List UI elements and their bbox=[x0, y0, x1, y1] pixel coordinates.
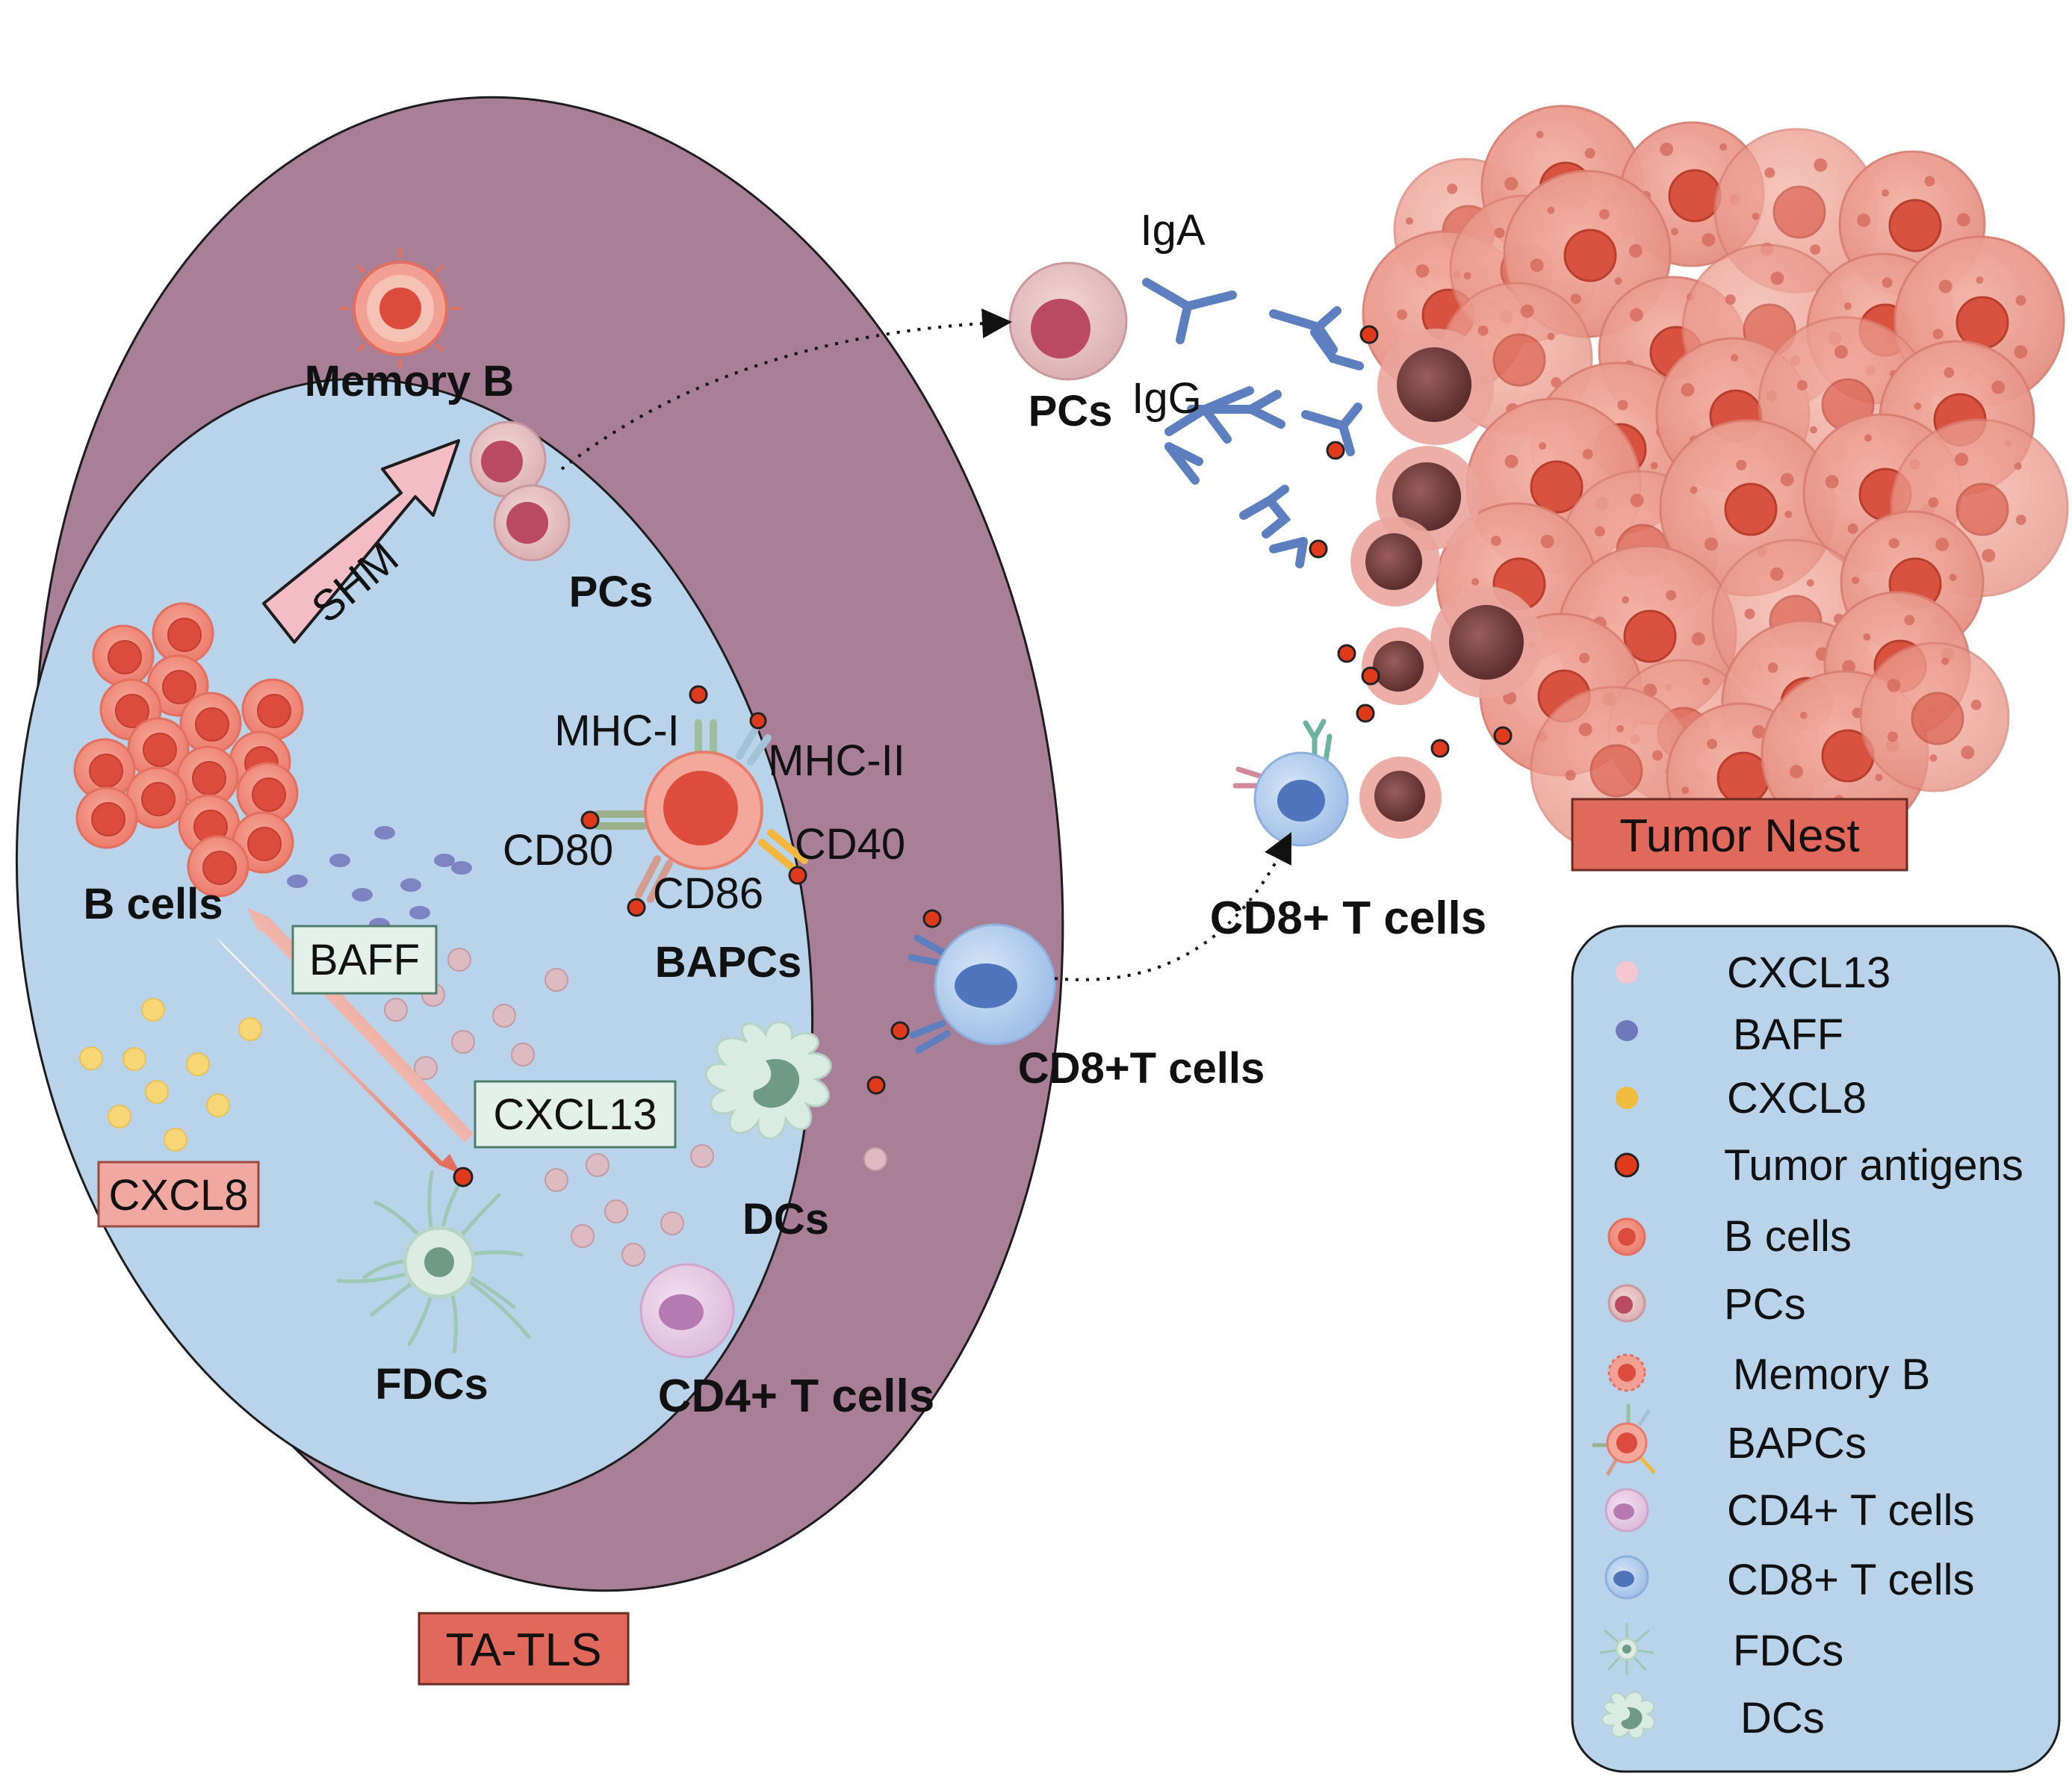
label-iga: IgA bbox=[1140, 206, 1205, 255]
legend-label-3: Tumor antigens bbox=[1724, 1141, 2023, 1190]
legend-label-8: CD4+ T cells bbox=[1727, 1486, 1975, 1535]
cd8-migration-path bbox=[1054, 832, 1292, 981]
fdc-icon bbox=[1599, 1623, 1654, 1675]
label-baff: BAFF bbox=[309, 936, 420, 984]
tumor-antigen-dots bbox=[1309, 325, 1513, 758]
legend-label-0: CXCL13 bbox=[1727, 949, 1890, 997]
label-cd40: CD40 bbox=[795, 820, 905, 869]
inner-plasma-cells bbox=[469, 420, 571, 562]
cxcl13-box bbox=[474, 1080, 677, 1149]
dc-icon bbox=[1601, 1691, 1655, 1739]
cd4-t-cell-icon bbox=[1604, 1488, 1649, 1533]
label-cd8-t-cells-inner: CD8+T cells bbox=[1018, 1044, 1265, 1093]
b-cell bbox=[232, 811, 294, 874]
fdc-cell bbox=[336, 1167, 531, 1354]
label-ta-tls: TA-TLS bbox=[446, 1624, 602, 1676]
label-cd86: CD86 bbox=[653, 869, 763, 918]
label-bapcs: BAPCs bbox=[655, 938, 802, 987]
bapc-cell bbox=[580, 685, 808, 917]
label-b-cells: B cells bbox=[84, 880, 223, 928]
label-cd8-t-cells-outer: CD8+ T cells bbox=[1210, 892, 1486, 944]
b-cell bbox=[241, 678, 304, 741]
label-pcs-inner: PCs bbox=[569, 568, 654, 616]
label-cd80: CD80 bbox=[503, 826, 613, 875]
plasma-cell-outer bbox=[1008, 261, 1128, 381]
cd8-t-cell-inner bbox=[890, 909, 1056, 1054]
cxcl13-dots bbox=[384, 948, 887, 1267]
legend-label-2: CXCL8 bbox=[1727, 1074, 1867, 1123]
legend-label-11: DCs bbox=[1740, 1694, 1825, 1742]
b-cell bbox=[236, 762, 299, 825]
legend: CXCL13 BAFF CXCL8 Tumor antigens B cells… bbox=[1571, 925, 2061, 1773]
b-cell-icon bbox=[1607, 1217, 1646, 1256]
dying-tumor-cells bbox=[1350, 329, 1542, 839]
dc-cell bbox=[704, 1021, 886, 1140]
pink-dot-icon bbox=[1616, 961, 1638, 984]
bapc-icon bbox=[1592, 1404, 1656, 1477]
b-cell bbox=[187, 835, 249, 898]
legend-label-7: BAPCs bbox=[1727, 1419, 1867, 1468]
b-cell bbox=[152, 602, 214, 665]
label-pcs-outer: PCs bbox=[1029, 387, 1113, 435]
label-mhc-ii: MHC-II bbox=[768, 736, 905, 785]
cxcl8-box bbox=[97, 1161, 260, 1228]
b-cell bbox=[125, 766, 188, 829]
label-igg: IgG bbox=[1132, 374, 1202, 423]
ta-tls-box bbox=[418, 1612, 630, 1686]
memory-b-icon bbox=[1607, 1353, 1646, 1392]
label-mhc-i: MHC-I bbox=[554, 707, 680, 755]
label-cxcl13: CXCL13 bbox=[493, 1090, 657, 1139]
label-cd4-t-cells: CD4+ T cells bbox=[658, 1370, 934, 1422]
baff-dots bbox=[287, 826, 472, 931]
tumor-nest-box bbox=[1571, 798, 1908, 872]
label-tumor-nest: Tumor Nest bbox=[1619, 810, 1860, 862]
cxcl8-dots bbox=[79, 998, 262, 1152]
pc-migration-path bbox=[560, 308, 1012, 471]
yellow-dot-icon bbox=[1616, 1087, 1638, 1109]
purple-dot-icon bbox=[1616, 1020, 1638, 1041]
b-cell bbox=[179, 692, 242, 754]
label-cxcl8: CXCL8 bbox=[109, 1171, 249, 1220]
legend-box bbox=[1571, 925, 2061, 1773]
b-cell-cluster bbox=[73, 602, 304, 898]
b-cell bbox=[176, 745, 239, 808]
b-cell bbox=[127, 717, 190, 780]
b-cell bbox=[73, 738, 136, 801]
baff-box bbox=[291, 925, 438, 995]
shm-arrow bbox=[262, 439, 460, 644]
legend-label-10: FDCs bbox=[1733, 1627, 1843, 1675]
label-dcs: DCs bbox=[742, 1195, 829, 1244]
b-cell bbox=[75, 786, 138, 849]
antibodies bbox=[1142, 278, 1364, 568]
legend-label-4: B cells bbox=[1724, 1212, 1852, 1261]
legend-label-1: BAFF bbox=[1733, 1011, 1843, 1059]
legend-label-5: PCs bbox=[1724, 1280, 1806, 1329]
red-dot-icon bbox=[1614, 1152, 1640, 1178]
memory-b-cell bbox=[340, 248, 461, 369]
cd8-t-cell-icon bbox=[1604, 1555, 1649, 1600]
plasma-cell-icon bbox=[1607, 1284, 1646, 1323]
label-fdcs: FDCs bbox=[375, 1360, 488, 1409]
legend-label-9: CD8+ T cells bbox=[1727, 1556, 1975, 1604]
legend-label-6: Memory B bbox=[1733, 1350, 1930, 1399]
cd8-t-cell-outer bbox=[1232, 718, 1349, 847]
label-memory-b: Memory B bbox=[305, 357, 514, 406]
tumor-cell bbox=[1859, 642, 2010, 792]
b-cell bbox=[92, 624, 155, 687]
cd4-t-cell bbox=[639, 1263, 735, 1359]
